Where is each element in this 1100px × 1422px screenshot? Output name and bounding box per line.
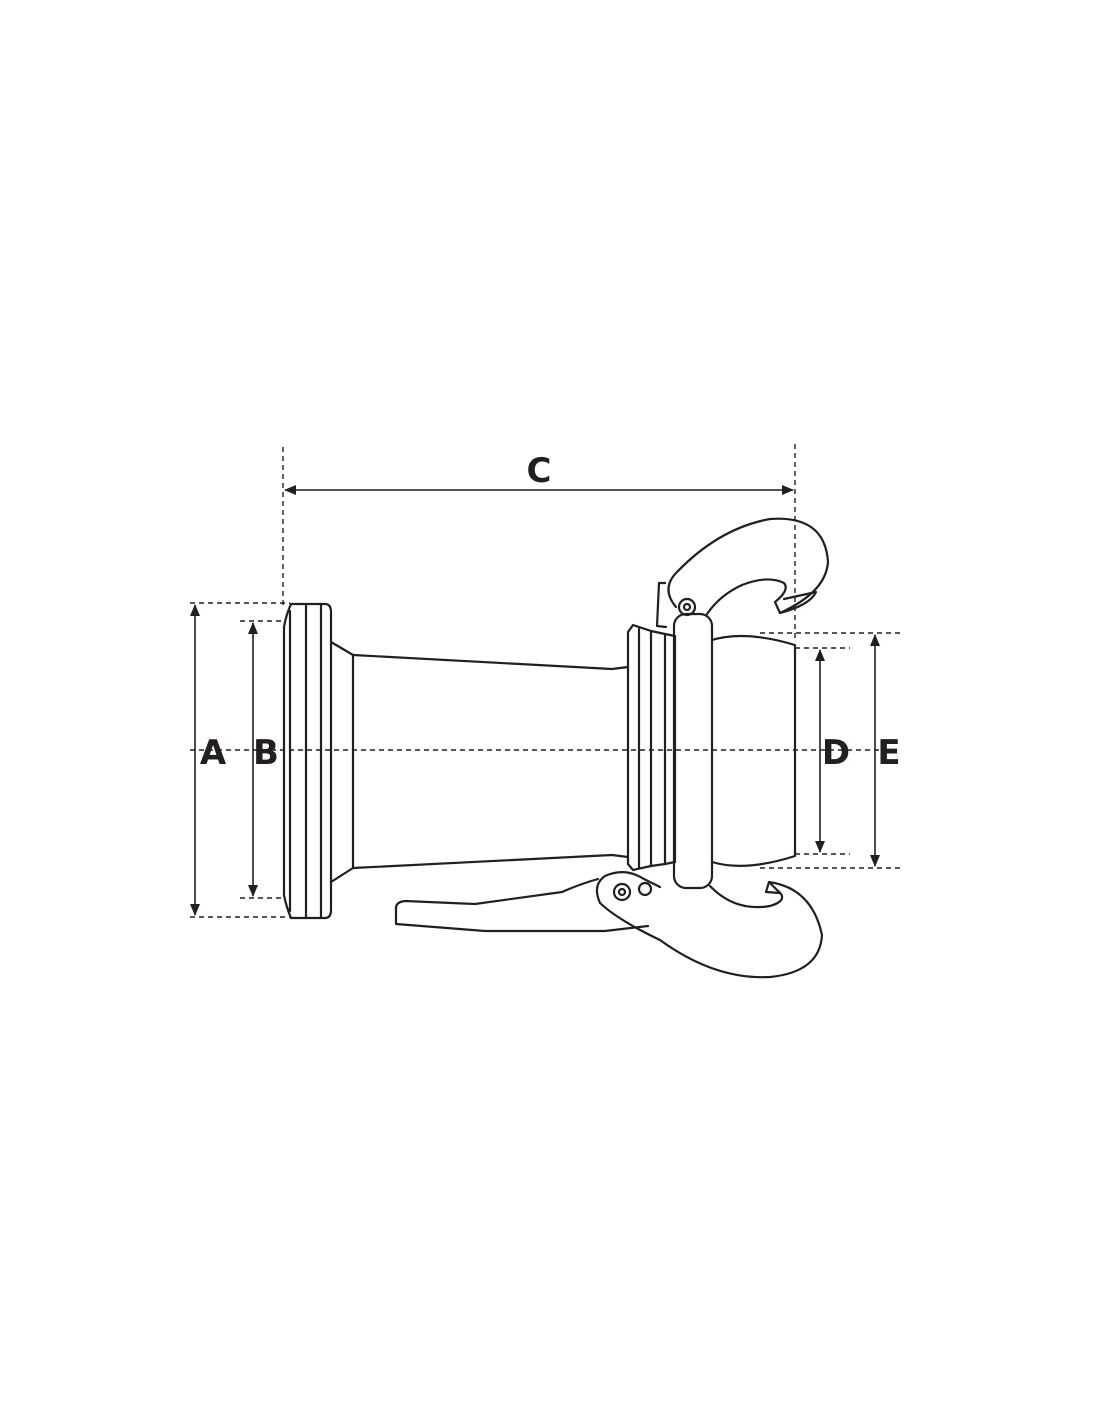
lower-lever-tip xyxy=(764,880,782,895)
socket-end xyxy=(710,634,797,867)
dimension-label-e: E xyxy=(877,733,900,773)
dimension-label-d: D xyxy=(822,733,850,773)
left-flange xyxy=(282,602,333,920)
extension-lines xyxy=(190,444,900,918)
upper-hinge-plate xyxy=(655,581,668,629)
lower-handle xyxy=(394,877,650,933)
lower-lever-arm xyxy=(595,871,824,979)
upper-lever-tip xyxy=(778,590,818,615)
dimension-labels: C A B D E xyxy=(200,451,901,773)
coupling-outline xyxy=(282,517,830,979)
tapered-body xyxy=(351,653,630,870)
upper-pivot-pin-inner xyxy=(682,602,692,612)
clamp-band xyxy=(672,612,714,890)
lower-pivot-pin xyxy=(612,882,632,902)
upper-lever-arm xyxy=(667,517,830,616)
dimension-arrows xyxy=(190,485,880,916)
collar xyxy=(329,640,355,884)
dimension-label-c: C xyxy=(527,451,552,491)
dimension-label-b: B xyxy=(253,733,279,773)
lower-stop-pin xyxy=(637,881,653,897)
right-ring-2 xyxy=(649,629,667,868)
upper-pivot-pin xyxy=(677,597,697,617)
lower-pivot-pin-inner xyxy=(617,887,627,897)
dimension-label-a: A xyxy=(200,733,227,773)
